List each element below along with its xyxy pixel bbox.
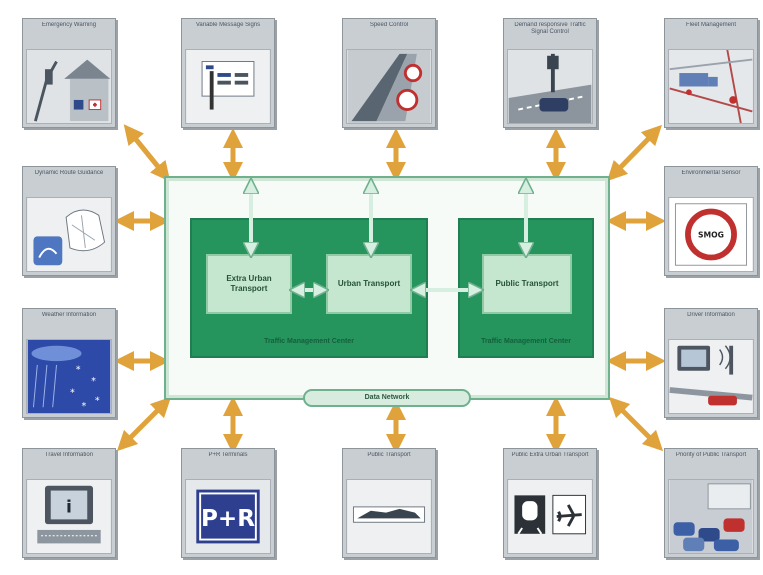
variable-message-signs-picture — [185, 49, 271, 124]
speed-control-picture — [346, 49, 432, 124]
tile-travel-information: Travel Information i — [22, 448, 116, 558]
tile-caption: Driver Information — [687, 312, 735, 318]
tile-caption: P+R Terminals — [208, 452, 248, 458]
tile-dynamic-route-guidance: Dynamic Route Guidance — [22, 166, 116, 276]
tile-caption: Variable Message Signs — [195, 22, 261, 28]
pr-terminals-picture: P+R — [185, 479, 271, 554]
tile-caption: Public Transport — [367, 452, 411, 458]
svg-text:*: * — [81, 401, 86, 412]
tile-caption: Fleet Management — [685, 22, 737, 28]
arrow-travel-info — [116, 396, 172, 452]
arrow-emergency — [123, 124, 171, 182]
environmental-sensor-picture: SMOG — [668, 197, 754, 272]
tile-driver-information: Driver Information — [664, 308, 758, 418]
driver-info-picture — [668, 339, 754, 414]
tile-weather-information: Weather Information * * * * * — [22, 308, 116, 418]
public-transport-picture — [346, 479, 432, 554]
tile-environmental-sensor: Environmental Sensor SMOG — [664, 166, 758, 276]
tile-variable-message-signs: Variable Message Signs — [181, 18, 275, 128]
smog-sign-icon: SMOG — [669, 198, 753, 271]
arrow-fleet — [607, 124, 662, 182]
tmc-left-label: Traffic Management Center — [264, 338, 354, 345]
tile-caption: Speed Control — [369, 22, 409, 28]
tile-caption: Travel Information — [44, 452, 94, 458]
tile-caption: Public Extra Urban Transport — [511, 452, 589, 458]
tmc-right-label: Traffic Management Center — [481, 338, 571, 345]
traffic-signal-icon — [508, 50, 592, 123]
tile-caption: Demand responsive Traffic Signal Control — [514, 22, 586, 35]
public-extra-urban-picture — [507, 479, 593, 554]
svg-text:*: * — [76, 365, 81, 376]
message-sign-icon — [186, 50, 270, 123]
tile-pr-terminals: P+R Terminals P+R — [181, 448, 275, 558]
weather-picture: * * * * * — [26, 339, 112, 414]
park-and-ride-icon: P+R — [186, 480, 270, 553]
tile-priority-public-transport: Priority of Public Transport — [664, 448, 758, 558]
smog-label: SMOG — [698, 230, 724, 239]
snowflake-icon: * * * * * — [27, 340, 111, 413]
urban-box: Urban Transport — [326, 254, 412, 314]
data-network-label: Data Network — [303, 389, 471, 407]
route-map-icon — [27, 198, 111, 271]
tile-caption: Emergency Warning — [41, 22, 97, 28]
tile-speed-control: Speed Control — [342, 18, 436, 128]
svg-text:*: * — [95, 395, 100, 406]
info-glyph: i — [66, 498, 72, 518]
signal-control-picture — [507, 49, 593, 124]
svg-text:*: * — [70, 388, 75, 399]
pr-label: P+R — [201, 506, 255, 532]
tile-emergency-warning: Emergency Warning — [22, 18, 116, 128]
speed-limit-icon — [347, 50, 431, 123]
svg-text:*: * — [91, 376, 96, 387]
tile-public-transport: Public Transport — [342, 448, 436, 558]
tile-public-extra-urban: Public Extra Urban Transport — [503, 448, 597, 558]
arrow-priority — [608, 396, 664, 452]
priority-transport-picture — [668, 479, 754, 554]
travel-info-picture: i — [26, 479, 112, 554]
bus-traffic-icon — [669, 480, 753, 553]
computer-terminal-icon: i — [27, 480, 111, 553]
map-truck-icon — [669, 50, 753, 123]
tile-caption: Dynamic Route Guidance — [34, 170, 104, 176]
house-warning-icon — [27, 50, 111, 123]
emergency-warning-picture — [26, 49, 112, 124]
driver-display-icon — [669, 340, 753, 413]
tile-caption: Environmental Sensor — [681, 170, 741, 176]
route-guidance-picture — [26, 197, 112, 272]
tile-caption: Weather Information — [41, 312, 97, 318]
tile-caption: Priority of Public Transport — [675, 452, 747, 458]
tile-demand-responsive-signal: Demand responsive Traffic Signal Control — [503, 18, 597, 128]
train-plane-icon — [508, 480, 592, 553]
tram-icon — [347, 480, 431, 553]
fleet-management-picture — [668, 49, 754, 124]
tile-fleet-management: Fleet Management — [664, 18, 758, 128]
